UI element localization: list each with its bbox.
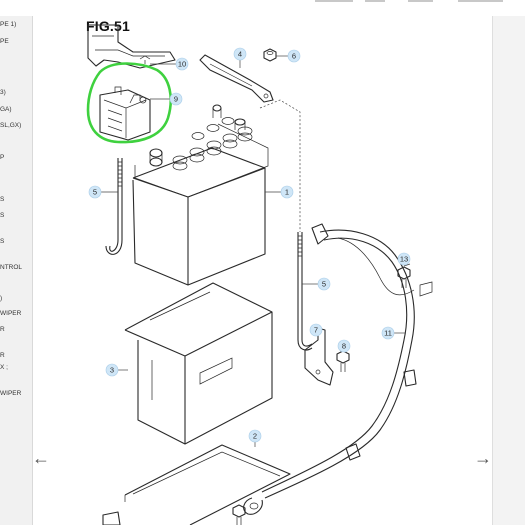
part-7-bracket[interactable] <box>304 327 334 386</box>
svg-text:4: 4 <box>238 50 242 59</box>
part-8-bolt[interactable] <box>336 350 350 372</box>
part-4-hold-down-clamp[interactable] <box>199 54 274 103</box>
part-2-lower-tray[interactable] <box>124 444 291 525</box>
sidebar-item[interactable]: PE 1) <box>0 21 17 28</box>
callout-2[interactable]: 2 <box>248 429 262 443</box>
sidebar-item[interactable]: R <box>0 352 5 359</box>
callout-5-right[interactable]: 5 <box>317 277 331 291</box>
svg-text:5: 5 <box>93 188 97 197</box>
callout-9[interactable]: 9 <box>169 92 183 106</box>
toolbar-tab[interactable] <box>365 0 385 2</box>
callout-3[interactable]: 3 <box>105 363 119 377</box>
sidebar-item[interactable]: P <box>0 154 5 161</box>
sidebar-item[interactable]: X ; <box>0 364 8 371</box>
svg-text:7: 7 <box>314 326 318 335</box>
toolbar-tab[interactable] <box>458 0 503 2</box>
part-1-battery[interactable] <box>132 104 269 286</box>
part-6-nut[interactable] <box>263 48 277 62</box>
parts-menu-sidebar: PE 1) PE 3) GA) SL,GX) P S S S NTROL ) W… <box>0 16 33 525</box>
part-bottom-bolt[interactable] <box>232 504 246 525</box>
part-3-battery-tray[interactable] <box>124 282 273 445</box>
part-5-j-bolt-left[interactable] <box>105 158 123 255</box>
callout-13[interactable]: 13 <box>397 252 411 266</box>
sidebar-item[interactable]: SL,GX) <box>0 122 22 129</box>
part-9-fuse-block[interactable] <box>99 86 151 141</box>
selection-highlight <box>86 62 172 144</box>
callout-4[interactable]: 4 <box>233 47 247 61</box>
right-gutter <box>492 16 525 525</box>
arrow-right-icon[interactable]: → <box>474 448 492 468</box>
sidebar-item[interactable]: WIPER <box>0 310 22 317</box>
sidebar-item[interactable]: 3) <box>0 89 6 96</box>
sidebar-item[interactable]: GA) <box>0 106 12 113</box>
toolbar-tab[interactable] <box>315 0 353 2</box>
part-5-j-bolt-right[interactable] <box>297 232 313 351</box>
sidebar-item[interactable]: PE <box>0 38 9 45</box>
callout-8[interactable]: 8 <box>337 339 351 353</box>
svg-text:13: 13 <box>400 255 408 264</box>
part-11-cable-harness[interactable] <box>243 223 433 515</box>
part-bottom-clip[interactable] <box>102 511 121 525</box>
svg-text:8: 8 <box>342 342 346 351</box>
callout-10[interactable]: 10 <box>175 57 189 71</box>
callout-11[interactable]: 11 <box>381 326 395 340</box>
callout-6[interactable]: 6 <box>287 49 301 63</box>
svg-text:11: 11 <box>384 329 392 338</box>
svg-text:3: 3 <box>110 366 114 375</box>
sidebar-item[interactable]: WIPER <box>0 390 22 397</box>
arrow-left-icon[interactable]: ← <box>32 448 50 468</box>
part-10-terminal-cover[interactable] <box>87 24 176 69</box>
svg-text:6: 6 <box>292 52 296 61</box>
svg-text:9: 9 <box>174 95 178 104</box>
callout-1[interactable]: 1 <box>280 185 294 199</box>
sidebar-item[interactable]: S <box>0 212 5 219</box>
svg-text:5: 5 <box>322 280 326 289</box>
toolbar-tab[interactable] <box>408 0 433 2</box>
leader-lines <box>101 55 411 447</box>
figure-title: FIG.51 <box>86 18 130 34</box>
sidebar-item[interactable]: R <box>0 326 5 333</box>
sidebar-item[interactable]: ) <box>0 295 3 302</box>
svg-text:2: 2 <box>253 432 257 441</box>
sidebar-item[interactable]: S <box>0 196 5 203</box>
callout-5-left[interactable]: 5 <box>88 185 102 199</box>
sidebar-item[interactable]: S <box>0 238 5 245</box>
sidebar-item[interactable]: NTROL <box>0 264 23 271</box>
svg-text:10: 10 <box>178 60 186 69</box>
callout-7[interactable]: 7 <box>309 323 323 337</box>
svg-text:1: 1 <box>285 188 289 197</box>
